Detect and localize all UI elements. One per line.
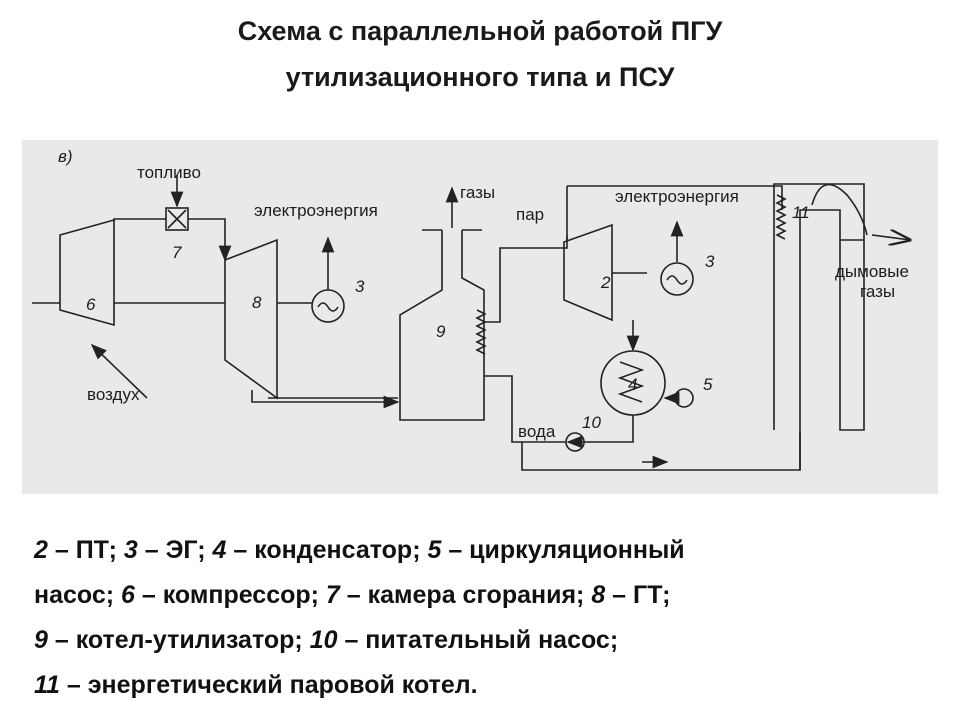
- title-line-1: Схема с параллельной работой ПГУ: [237, 16, 723, 46]
- water-to-boiler-9: [484, 375, 566, 443]
- legend-text: – камера сгорания;: [339, 581, 592, 609]
- cc-cross-b: [167, 209, 187, 229]
- legend-text: – ПТ;: [47, 536, 124, 564]
- boiler-11-outer: [773, 183, 865, 430]
- legend: 2 – ПТ; 3 – ЭГ; 4 – конденсатор; 5 – цир…: [34, 528, 934, 708]
- heat-recovery-boiler-9: [399, 230, 485, 421]
- panel-label: в): [58, 147, 73, 166]
- steam-turbine-2: [563, 223, 613, 322]
- num-6: 6: [86, 295, 96, 314]
- steam-label: пар: [516, 205, 544, 224]
- steam-line-9: [484, 236, 568, 323]
- num-7: 7: [172, 243, 182, 262]
- steam-from-boiler-11: [567, 185, 783, 210]
- flue-gases-label-2: газы: [860, 282, 895, 301]
- electricity-label-right: электроэнергия: [615, 187, 739, 206]
- legend-number: 10: [309, 626, 338, 654]
- legend-line: 9 – котел-утилизатор; 10 – питательный н…: [34, 618, 934, 663]
- slide-title: Схема с параллельной работой ПГУ утилиза…: [0, 8, 960, 100]
- legend-text: насос;: [34, 581, 122, 609]
- electricity-label-left: электроэнергия: [254, 201, 378, 220]
- boiler-11-inner: [799, 209, 865, 430]
- legend-number: 11: [34, 671, 60, 699]
- compressor-6: [59, 218, 115, 327]
- gases-label: газы: [460, 183, 495, 202]
- air-arrow: [90, 343, 148, 399]
- boiler-11-shaft: [839, 240, 865, 431]
- legend-number: 2: [34, 536, 48, 564]
- legend-text: – конденсатор;: [226, 536, 428, 564]
- num-3-right: 3: [705, 252, 715, 271]
- exhaust-to-boiler-9: [251, 390, 400, 409]
- legend-text: – циркуляционный: [441, 536, 685, 564]
- num-10: 10: [582, 413, 601, 432]
- legend-number: 4: [212, 536, 227, 564]
- flue-gases-label-1: дымовые: [835, 262, 909, 281]
- legend-number: 8: [591, 581, 606, 609]
- legend-text: – питательный насос;: [337, 626, 619, 654]
- condensate-line: [584, 415, 634, 443]
- legend-text: – компрессор;: [134, 581, 326, 609]
- air-label: воздух: [87, 385, 140, 404]
- scheme-figure: в) топливо воздух газы электроэнергия эл…: [22, 140, 938, 494]
- legend-number: 3: [123, 536, 138, 564]
- title-line-2: утилизационного типа и ПСУ: [285, 62, 675, 92]
- num-5: 5: [703, 375, 713, 394]
- generator-3-right: [660, 262, 694, 296]
- legend-text: – энергетический паровой котел.: [59, 671, 478, 699]
- legend-line: насос; 6 – компрессор; 7 – камера сгоран…: [34, 573, 934, 618]
- legend-number: 9: [34, 626, 48, 654]
- num-9: 9: [436, 322, 446, 341]
- condenser-coil: [617, 361, 645, 403]
- num-3-left: 3: [355, 277, 365, 296]
- legend-text: – котел-утилизатор;: [47, 626, 310, 654]
- air-to-cc: [113, 218, 166, 222]
- num-2: 2: [600, 273, 611, 292]
- flue-gas-flow: [811, 183, 868, 236]
- legend-text: – ЭГ;: [137, 536, 213, 564]
- num-4: 4: [628, 375, 637, 394]
- scheme-diagram: в) топливо воздух газы электроэнергия эл…: [22, 140, 938, 494]
- flue-gas-arrow: [871, 235, 910, 240]
- boiler-11-coil: [775, 194, 787, 240]
- water-label: вода: [518, 422, 556, 441]
- num-8: 8: [252, 293, 262, 312]
- legend-number: 5: [427, 536, 442, 564]
- generator-symbol-right: [666, 275, 688, 285]
- cc-to-turbine: [188, 218, 232, 262]
- num-11: 11: [792, 203, 810, 222]
- legend-number: 6: [121, 581, 135, 609]
- legend-line: 11 – энергетический паровой котел.: [34, 663, 934, 708]
- legend-text: – ГТ;: [605, 581, 671, 609]
- generator-symbol-left: [317, 302, 339, 312]
- legend-line: 2 – ПТ; 3 – ЭГ; 4 – конденсатор; 5 – цир…: [34, 528, 934, 573]
- boiler-9-coil: [475, 309, 487, 355]
- fuel-label: топливо: [137, 163, 201, 182]
- legend-number: 7: [325, 581, 340, 609]
